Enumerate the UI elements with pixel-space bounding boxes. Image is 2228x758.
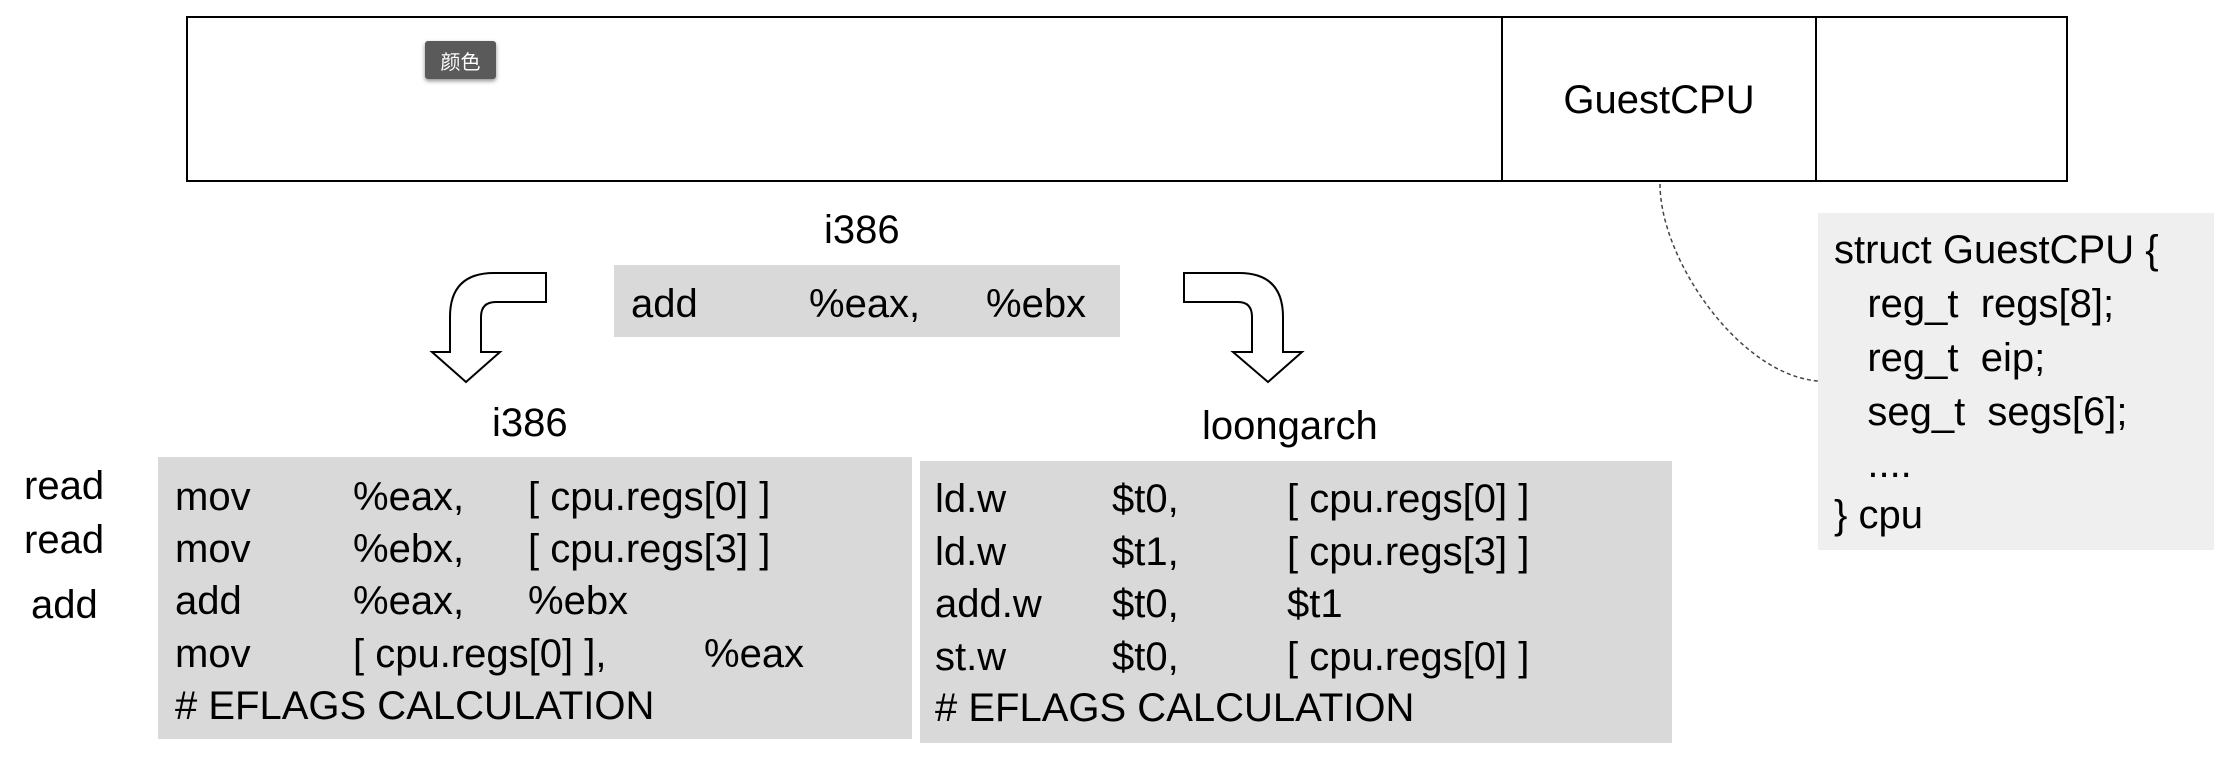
guest-memory-bar (186, 16, 2068, 182)
struct-line-3: reg_t eip; (1834, 336, 2046, 380)
i386-line-4-arg1: [ cpu.regs[0] ], (353, 632, 607, 676)
source-arg2: %ebx (986, 282, 1087, 326)
la-line-2-arg1: $t1, (1112, 530, 1179, 574)
i386-line-1-arg2: [ cpu.regs[0] ] (528, 475, 771, 519)
side-label-add: add (31, 583, 98, 627)
struct-line-5: .... (1834, 442, 1912, 486)
la-line-1-op: ld.w (935, 477, 1007, 521)
loongarch-code-box (920, 461, 1672, 743)
struct-line-4: seg_t segs[6]; (1834, 390, 2128, 434)
la-line-4-arg2: [ cpu.regs[0] ] (1287, 635, 1530, 679)
la-line-3-arg1: $t0, (1112, 582, 1179, 626)
side-label-read-2: read (24, 518, 105, 562)
i386-code-box (158, 457, 912, 739)
i386-line-1-arg1: %eax, (353, 475, 465, 519)
source-op: add (631, 282, 698, 326)
bar-divider-right (1815, 16, 1817, 182)
source-arg1: %eax, (809, 282, 921, 326)
i386-line-1-op: mov (175, 475, 251, 519)
i386-line-2-arg1: %ebx, (353, 527, 465, 571)
guestcpu-cell-label: GuestCPU (1563, 78, 1755, 122)
la-line-2-arg2: [ cpu.regs[3] ] (1287, 530, 1530, 574)
guestcpu-struct-box (1818, 213, 2214, 550)
i386-line-3-arg2: %ebx (528, 579, 629, 623)
la-line-2-op: ld.w (935, 530, 1007, 574)
la-line-4-arg1: $t0, (1112, 635, 1179, 679)
la-line-3-arg2: $t1 (1287, 582, 1343, 626)
bar-divider-left (1501, 16, 1503, 182)
source-instruction-box (614, 265, 1120, 337)
struct-line-1: struct GuestCPU { (1834, 228, 2159, 272)
loongarch-arch-label: loongarch (1202, 404, 1378, 448)
la-line-1-arg2: [ cpu.regs[0] ] (1287, 477, 1530, 521)
struct-line-6: } cpu (1834, 493, 1923, 537)
source-arch-label: i386 (824, 208, 900, 252)
i386-eflags-comment: # EFLAGS CALCULATION (175, 684, 655, 728)
la-line-4-op: st.w (935, 635, 1007, 679)
i386-line-4-arg2: %eax (704, 632, 805, 676)
la-eflags-comment: # EFLAGS CALCULATION (935, 686, 1415, 730)
la-line-3-op: add.w (935, 582, 1042, 626)
i386-line-4-op: mov (175, 632, 251, 676)
i386-line-3-arg1: %eax, (353, 579, 465, 623)
i386-line-3-op: add (175, 579, 242, 623)
la-line-1-arg1: $t0, (1112, 477, 1179, 521)
color-tag[interactable]: 颜色 (425, 41, 496, 79)
i386-line-2-arg2: [ cpu.regs[3] ] (528, 527, 771, 571)
side-label-read-1: read (24, 464, 105, 508)
struct-line-2: reg_t regs[8]; (1834, 282, 2115, 326)
i386-line-2-op: mov (175, 527, 251, 571)
i386-arch-label: i386 (492, 401, 568, 445)
